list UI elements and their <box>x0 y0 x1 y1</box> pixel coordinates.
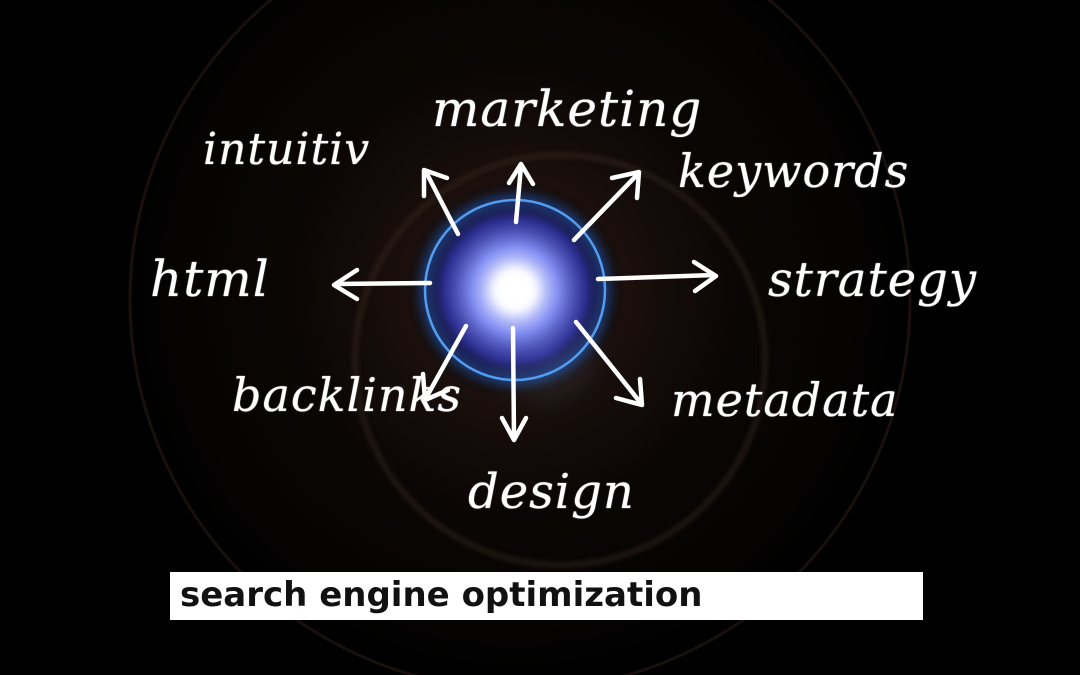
word-backlinks: backlinks <box>232 368 463 422</box>
caption-text: search engine optimization <box>180 575 703 615</box>
arrow-to-keywords <box>571 169 642 243</box>
word-design: design <box>468 464 635 520</box>
arrow-to-strategy <box>595 259 719 294</box>
arrow-to-marketing <box>506 161 536 225</box>
word-strategy: strategy <box>768 252 978 308</box>
flare-ring-outer <box>128 0 912 675</box>
word-metadata: metadata <box>671 373 899 427</box>
caption-bar: search engine optimization <box>170 572 923 620</box>
arrow-to-intuitiv <box>421 167 461 237</box>
arrow-to-metadata <box>573 319 645 408</box>
word-marketing: marketing <box>432 80 703 138</box>
arrow-to-backlinks <box>420 323 469 403</box>
arrow-to-html <box>331 267 433 302</box>
word-html: html <box>150 250 270 308</box>
word-keywords: keywords <box>678 144 910 198</box>
arrow-to-design <box>499 325 529 443</box>
word-intuitiv: intuitiv <box>203 124 371 175</box>
flare-ring-large <box>352 152 768 568</box>
light-center <box>493 268 537 312</box>
